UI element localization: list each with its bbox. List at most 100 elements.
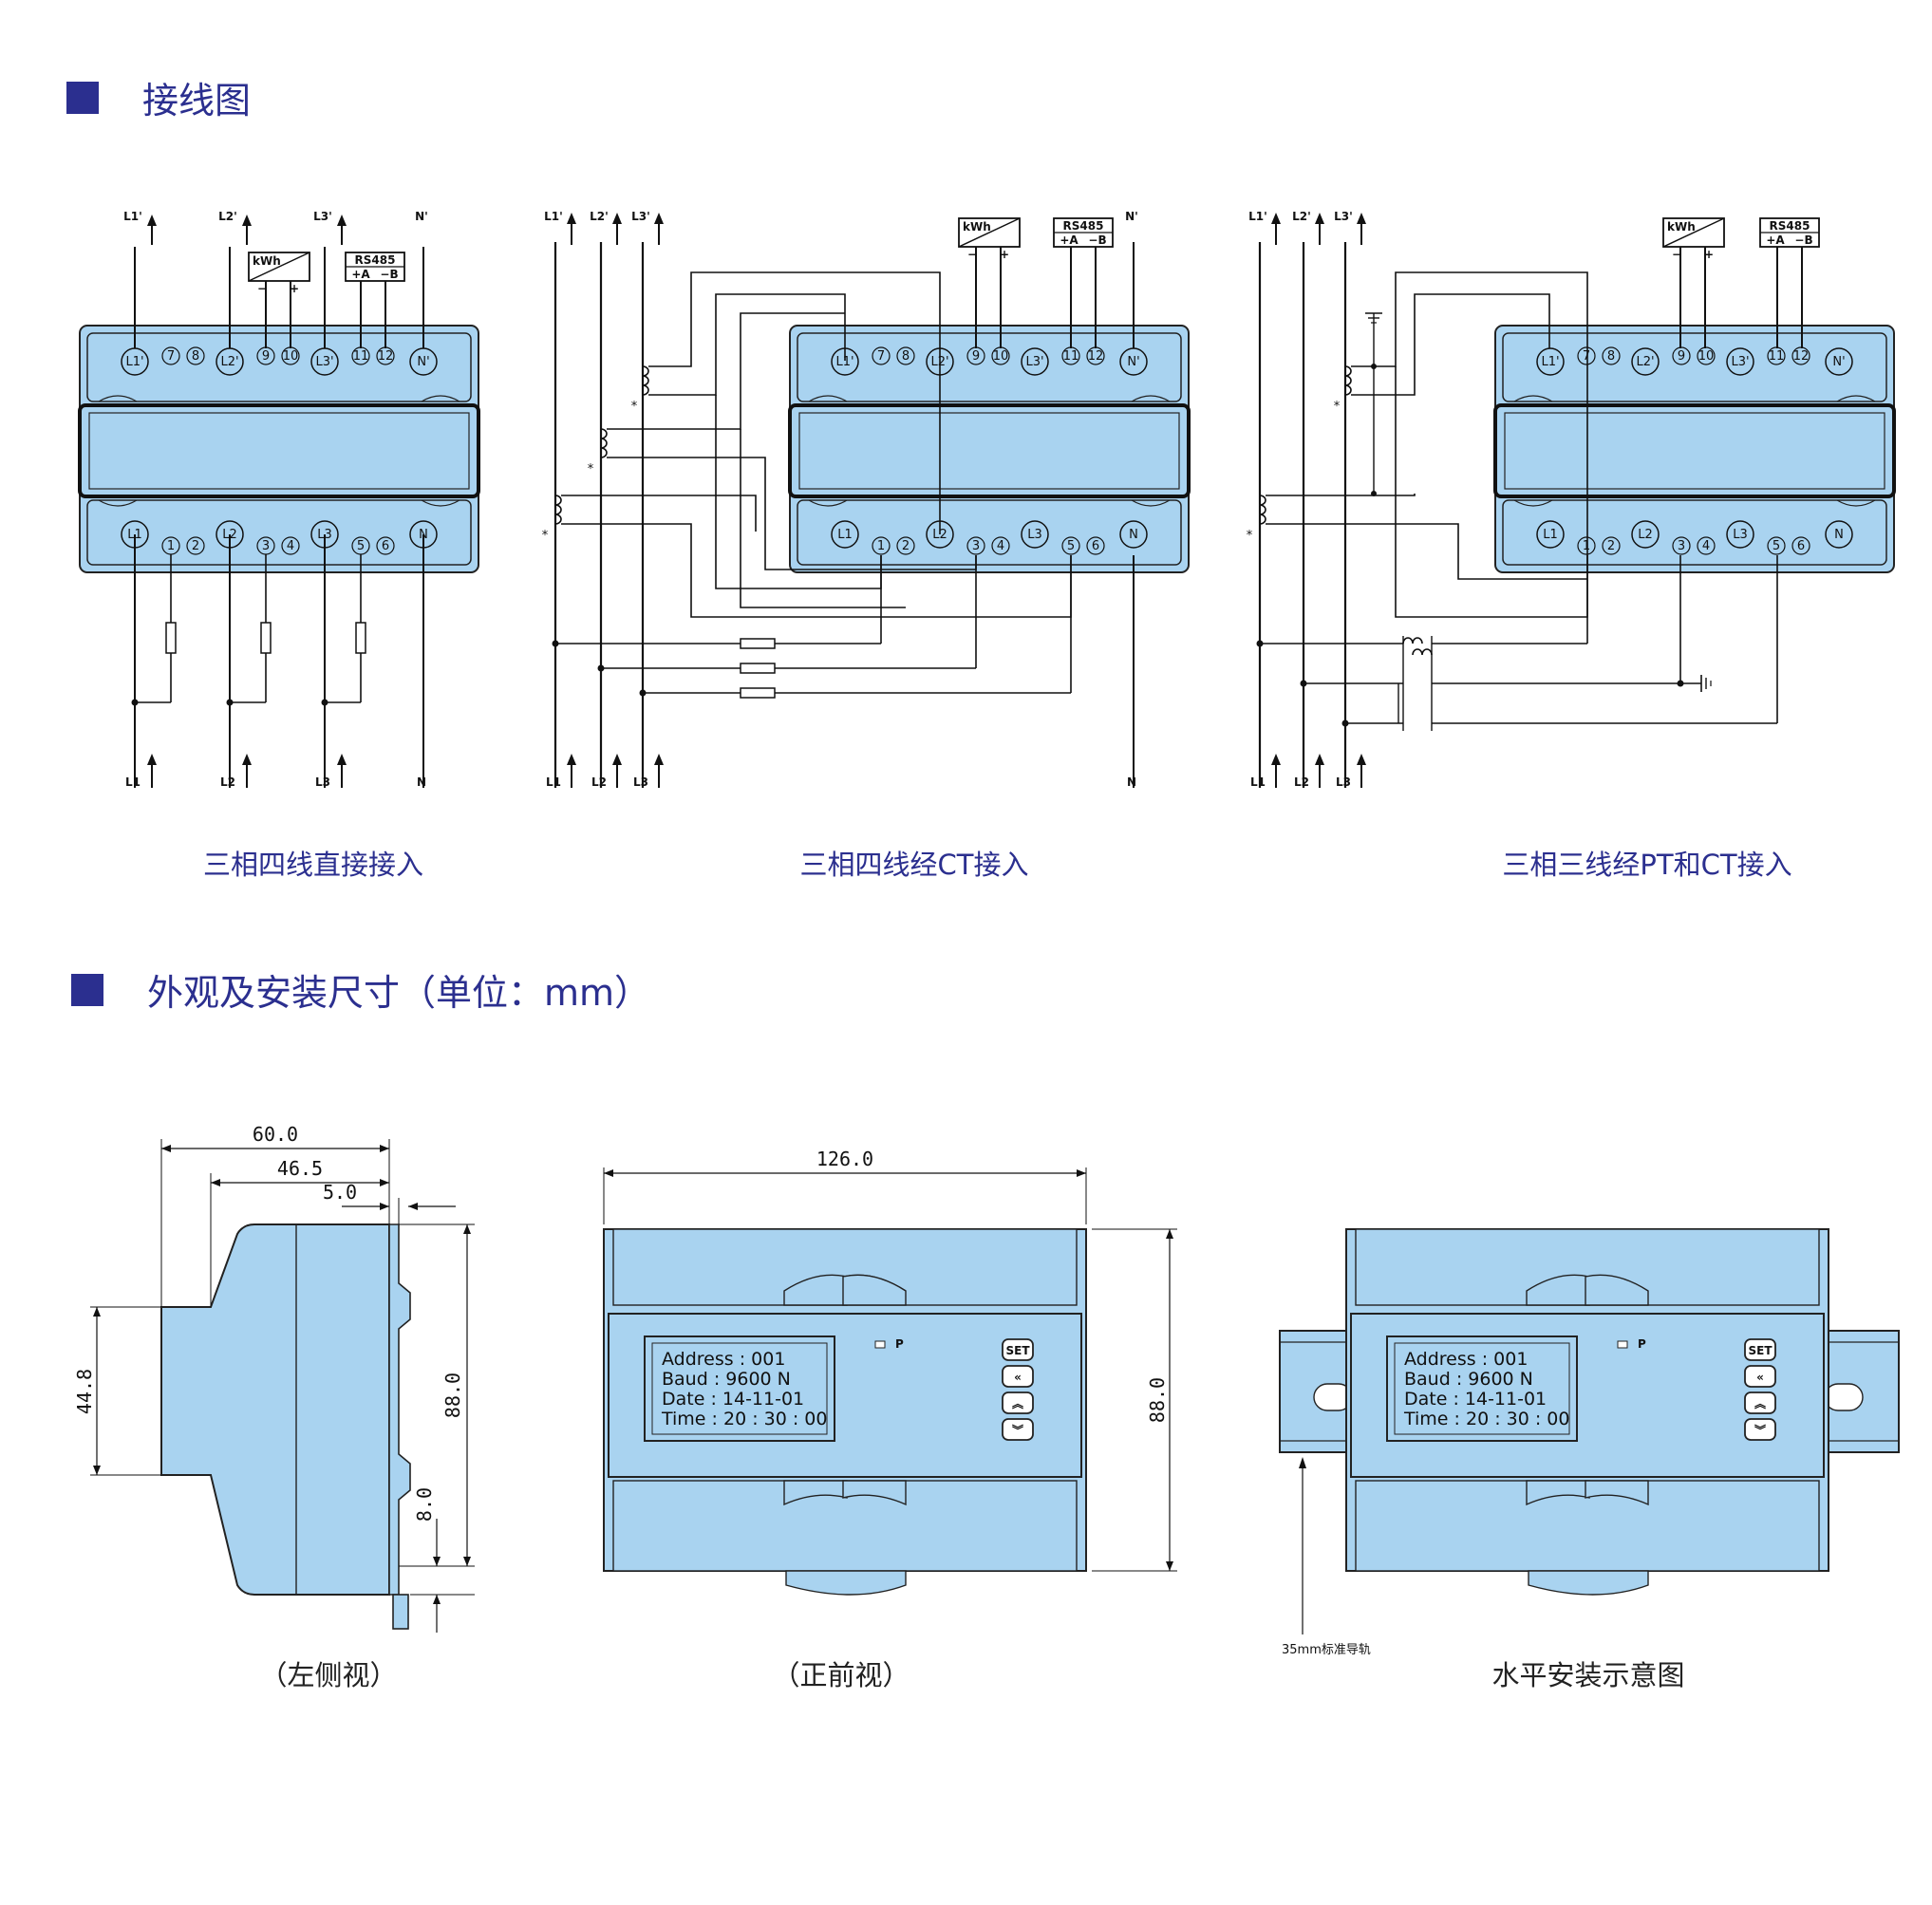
left-side-view <box>90 1139 475 1633</box>
line-label-top: L3' <box>1334 210 1353 223</box>
terminal-bottom-label: 5 <box>1067 539 1075 553</box>
pulse-plus-label: + <box>1000 248 1009 261</box>
dim-width-body: 46.5 <box>277 1157 323 1180</box>
terminal-bottom-label: L2 <box>932 528 947 542</box>
caption-front: （正前视） <box>772 1659 910 1691</box>
rs485-b-label: −B <box>1794 233 1812 247</box>
line-label-bottom: L2 <box>220 775 235 789</box>
terminal-bottom-label: 4 <box>997 539 1004 553</box>
pulse-module-label: kWh <box>253 254 281 268</box>
terminal-top-label: 9 <box>262 349 270 364</box>
pulse-plus-label: + <box>1704 248 1714 261</box>
dim-height-total: 88.0 <box>441 1373 464 1418</box>
terminal-top-label: 11 <box>1063 349 1079 364</box>
terminal-bottom-label: 5 <box>1773 539 1780 553</box>
terminal-bottom-label: 2 <box>902 539 910 553</box>
terminal-bottom-label: 6 <box>1797 539 1805 553</box>
terminal-bottom-label: 1 <box>167 539 175 553</box>
terminal-top-label: 8 <box>192 349 199 364</box>
rs485-a-label: +A <box>1766 233 1785 247</box>
ct-polarity-mark: * <box>588 462 594 476</box>
line-label-top: L3' <box>313 210 332 223</box>
ct-polarity-mark: * <box>631 400 638 414</box>
panel-button-label: ︾ <box>1754 1423 1766 1437</box>
terminal-bottom-label: 2 <box>192 539 199 553</box>
horizontal-install-view <box>1279 1228 1900 1634</box>
terminal-bottom-label: L1 <box>837 528 853 542</box>
dim-width-total: 60.0 <box>253 1123 298 1146</box>
line-label-top: L3' <box>631 210 650 223</box>
terminal-top-label: L3' <box>1731 355 1749 369</box>
terminal-top-label: L3' <box>315 355 333 369</box>
pulse-module-label: kWh <box>1667 220 1696 233</box>
panel-button-label: ︽ <box>1754 1397 1766 1410</box>
terminal-bottom-label: L1 <box>127 528 142 542</box>
terminal-top-label: 11 <box>1769 349 1785 364</box>
ct-polarity-mark: * <box>1334 400 1341 414</box>
terminal-top-label: L2' <box>220 355 238 369</box>
terminal-top-label: 11 <box>353 349 369 364</box>
lcd-line: Time : 20 : 30 : 00 <box>661 1409 827 1429</box>
terminal-bottom-label: L3 <box>1027 528 1042 542</box>
lcd-line: Date : 14-11-01 <box>1404 1389 1547 1410</box>
line-label-bottom: L1 <box>125 775 141 789</box>
terminal-bottom-label: N <box>1834 528 1844 542</box>
wiring-title-text: 接线图 <box>142 80 252 121</box>
pulse-minus-label: − <box>1672 248 1681 261</box>
lcd-line: Date : 14-11-01 <box>662 1389 804 1410</box>
caption-left-side: （左侧视） <box>259 1659 398 1691</box>
pulse-minus-label: − <box>967 248 977 261</box>
rs485-a-label: +A <box>351 268 370 281</box>
pulse-module-label: kWh <box>963 220 991 233</box>
terminal-bottom-label: L2 <box>222 528 237 542</box>
caption-direct: 三相四线直接接入 <box>202 849 424 881</box>
terminal-top-label: L1' <box>835 355 853 369</box>
lcd-line: Baud : 9600 N <box>1404 1369 1533 1390</box>
led-label: P <box>1638 1337 1646 1351</box>
terminal-bottom-label: N <box>1129 528 1138 542</box>
terminal-top-label: 10 <box>283 349 299 364</box>
terminal-top-label: 12 <box>1793 349 1810 364</box>
terminal-bottom-label: 5 <box>357 539 365 553</box>
dim-front-width: 126.0 <box>816 1148 873 1170</box>
terminal-bottom-label: 3 <box>972 539 980 553</box>
panel-button-label: « <box>1756 1371 1764 1384</box>
terminal-top-label: N' <box>1127 355 1139 369</box>
diagram-direct <box>78 215 480 788</box>
terminal-top-label: L2' <box>930 355 948 369</box>
caption-horizontal: 水平安装示意图 <box>1491 1659 1685 1691</box>
line-label-top: L1' <box>544 210 563 223</box>
lcd-line: Address : 001 <box>662 1349 785 1370</box>
diagram-ct <box>552 213 1191 788</box>
terminal-top-label: 9 <box>972 349 980 364</box>
terminal-bottom-label: L3 <box>1733 528 1748 542</box>
panel-button-label: SET <box>1748 1344 1773 1357</box>
terminal-top-label: 7 <box>167 349 175 364</box>
rs485-b-label: −B <box>380 268 398 281</box>
dim-height-front: 44.8 <box>73 1369 96 1414</box>
panel-button-label: ︾ <box>1012 1423 1023 1437</box>
panel-button-label: SET <box>1005 1344 1030 1357</box>
terminal-bottom-label: 3 <box>262 539 270 553</box>
terminal-top-label: L1' <box>1541 355 1559 369</box>
line-label-bottom: L2 <box>591 775 607 789</box>
terminal-top-label: 12 <box>1088 349 1104 364</box>
terminal-top-label: L1' <box>125 355 143 369</box>
terminal-top-label: N' <box>417 355 429 369</box>
ct-polarity-mark: * <box>1247 529 1253 543</box>
rail-label: 35mm标准导轨 <box>1282 1643 1371 1657</box>
terminal-top-label: 12 <box>378 349 394 364</box>
terminal-top-label: 9 <box>1678 349 1685 364</box>
caption-ptct: 三相三线经PT和CT接入 <box>1502 849 1792 881</box>
terminal-bottom-label: 3 <box>1678 539 1685 553</box>
line-label-top: L2' <box>590 210 609 223</box>
terminal-bottom-label: N <box>419 528 428 542</box>
wiring-section-title: 接线图 <box>66 71 251 123</box>
terminal-top-label: L3' <box>1025 355 1043 369</box>
line-label-top: L2' <box>1292 210 1311 223</box>
led-label: P <box>895 1337 904 1351</box>
line-label-top: L2' <box>218 210 237 223</box>
line-label-bottom: L3 <box>315 775 330 789</box>
